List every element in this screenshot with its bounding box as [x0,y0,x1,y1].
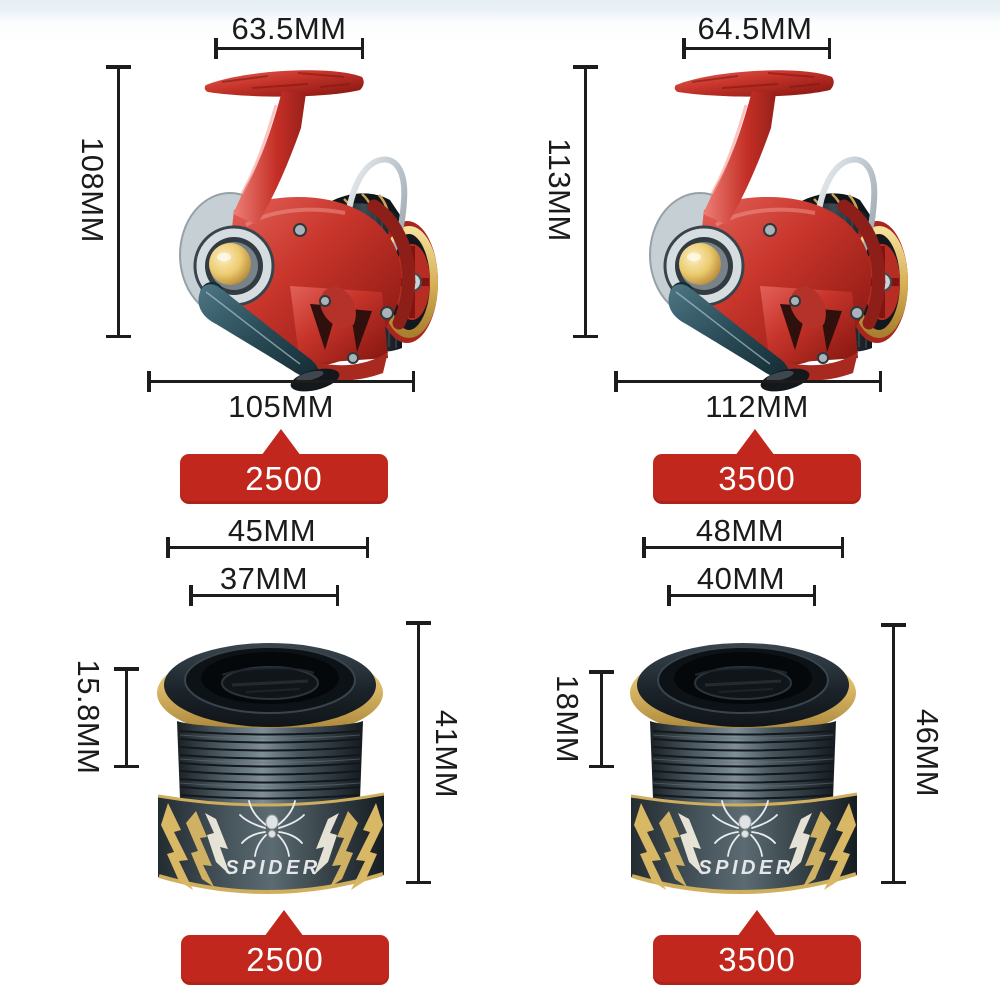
dim-line-lip-height [114,667,139,768]
model-badge-arrow [735,429,775,456]
dim-line-height [106,65,131,338]
dim-line-outer-width [166,537,369,558]
spool-photo-2500: SPIDER [152,633,392,908]
spool-photo-3500: SPIDER [625,633,865,908]
dim-label-height: 108MM [75,137,110,243]
dim-label-height: 113MM [542,138,577,242]
model-badge-2500: 2500 [180,454,388,504]
model-badge-3500: 3500 [653,454,861,504]
model-badge-2500: 2500 [181,935,389,985]
model-badge-arrow [737,910,777,937]
dim-label-outer-width: 45MM [227,513,317,548]
dim-label-inner-width: 37MM [219,561,309,596]
dim-label-knob-width: 63.5MM [231,11,347,46]
dim-label-outer-width: 48MM [695,513,785,548]
brand-text: SPIDER [698,857,793,879]
dim-line-height [573,65,598,338]
dim-line-knob-width [682,38,831,59]
dim-label-body-width: 112MM [705,389,809,424]
dim-label-body-width: 105MM [228,389,334,424]
dim-label-knob-width: 64.5MM [697,11,813,46]
dim-line-lip-height [589,670,614,768]
dim-line-inner-width [667,585,816,606]
dim-label-height: 41MM [429,709,464,799]
dim-label-height: 46MM [910,708,945,798]
dim-line-height [406,621,431,884]
reel-photo-2500 [150,60,470,395]
dim-label-inner-width: 40MM [696,561,786,596]
dim-line-outer-width [642,537,844,558]
dim-line-body-width [147,371,415,392]
dim-line-inner-width [189,585,339,606]
brand-text: SPIDER [225,857,320,879]
reel-photo-3500 [620,60,940,395]
dim-label-lip-height: 15.8MM [71,659,106,775]
dim-line-knob-width [214,38,364,59]
dim-line-body-width [614,371,882,392]
dim-label-lip-height: 18MM [550,674,585,764]
model-badge-arrow [261,429,301,456]
dim-line-height [881,623,906,884]
model-badge-3500: 3500 [653,935,861,985]
model-badge-arrow [264,910,304,937]
